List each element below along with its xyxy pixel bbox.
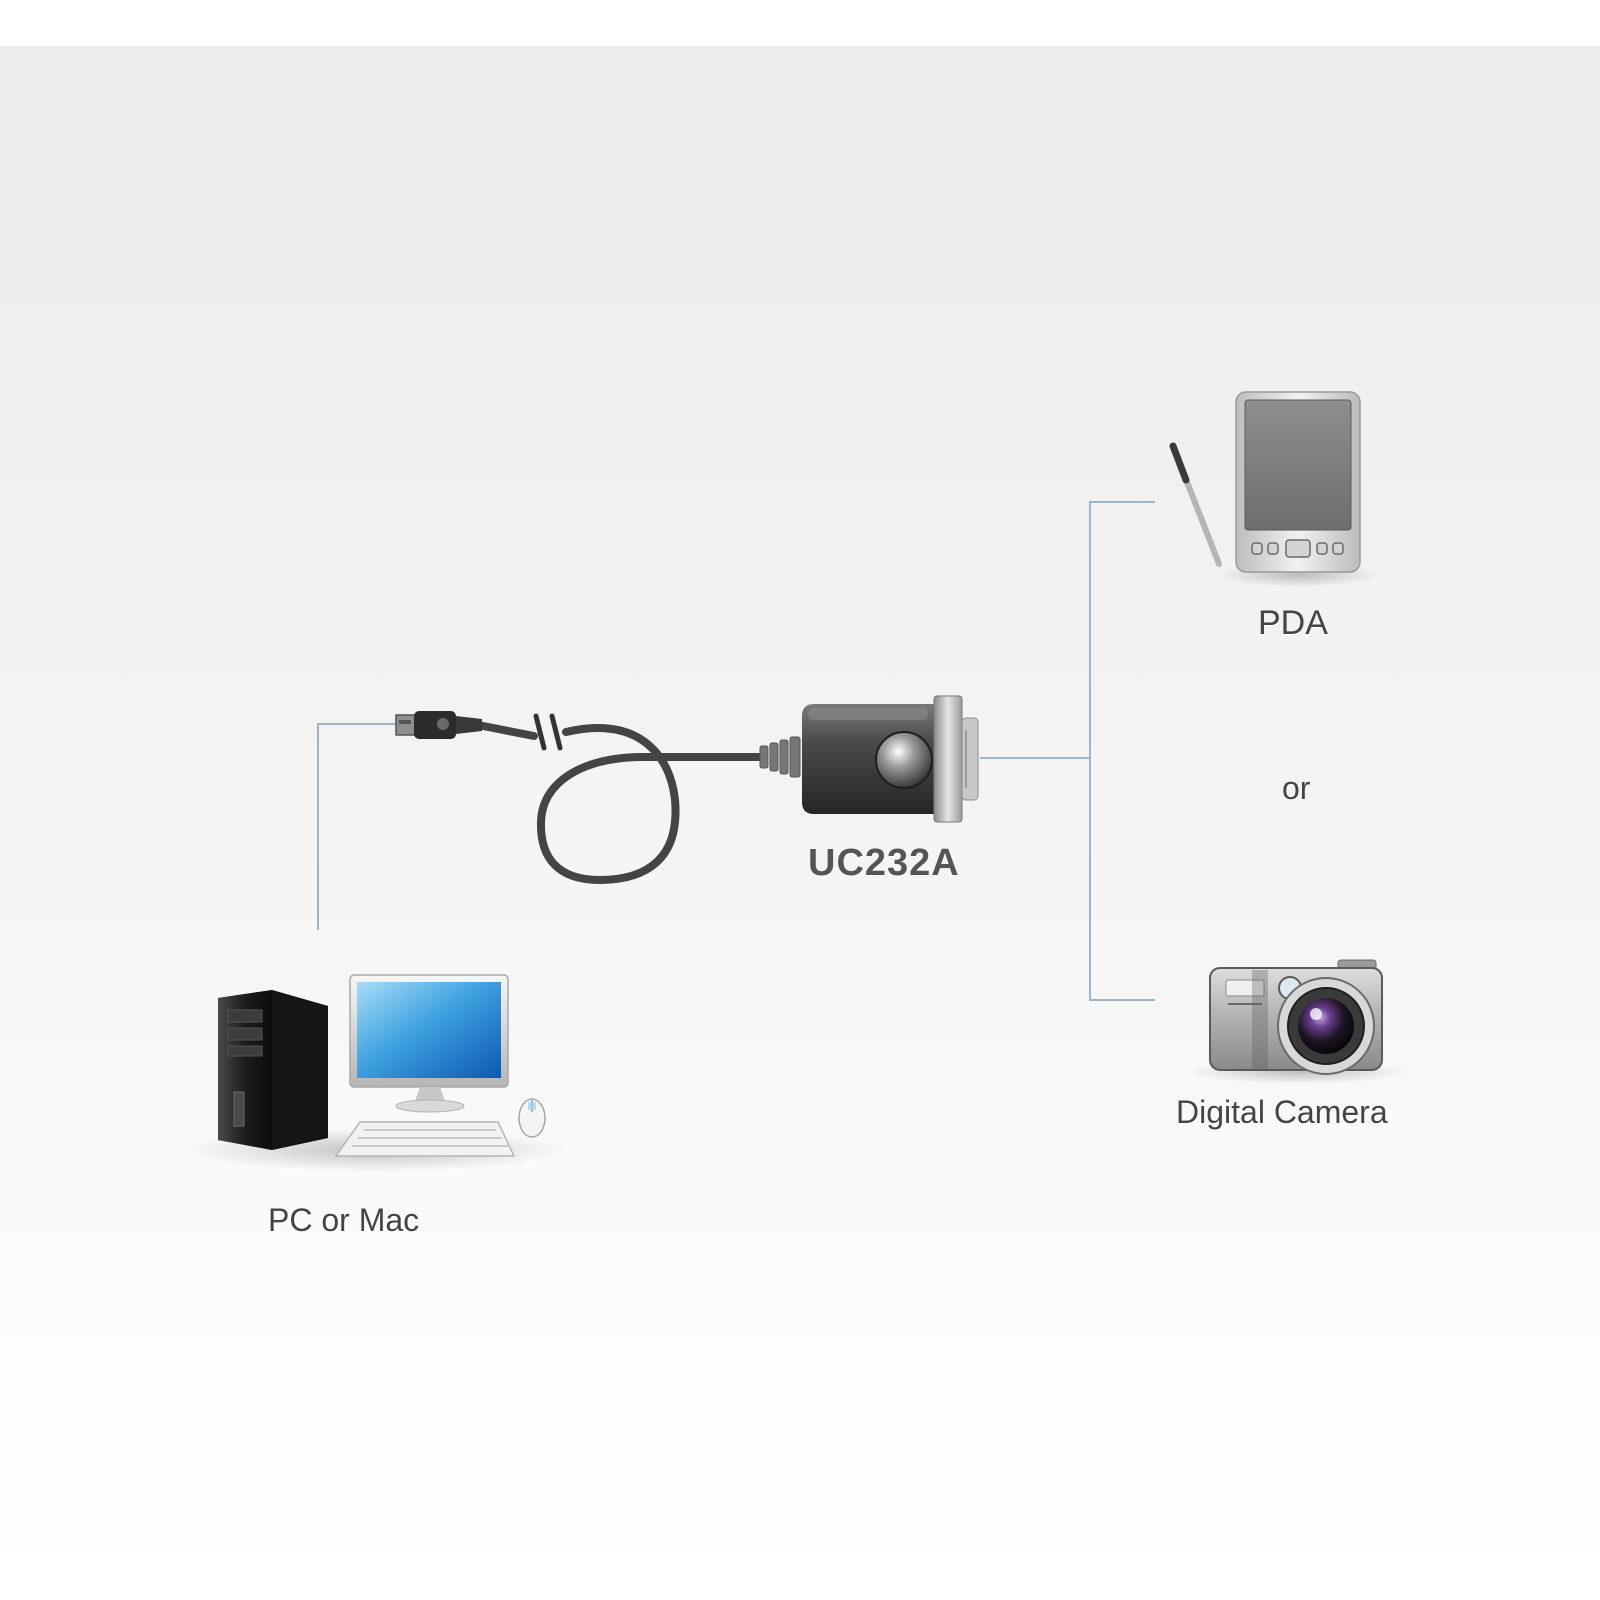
connector-line-pc <box>317 723 396 930</box>
adapter-label: UC232A <box>808 842 960 884</box>
camera-label: Digital Camera <box>1176 1094 1388 1130</box>
pc-label: PC or Mac <box>268 1202 420 1238</box>
or-label: or <box>1282 770 1311 806</box>
usb-cable <box>474 721 766 885</box>
connector-line-pda <box>1089 501 1155 1001</box>
pda-icon <box>1169 391 1378 587</box>
usb-to-serial-adapter-icon <box>759 695 979 823</box>
connector-lines <box>317 501 1155 1001</box>
pda-label: PDA <box>1258 604 1328 642</box>
diagram-background <box>0 46 1600 1600</box>
digital-camera-icon <box>1188 959 1408 1084</box>
desktop-computer-icon <box>185 974 565 1172</box>
usb-plug-icon <box>395 711 482 739</box>
cable-break-mark <box>533 713 563 751</box>
